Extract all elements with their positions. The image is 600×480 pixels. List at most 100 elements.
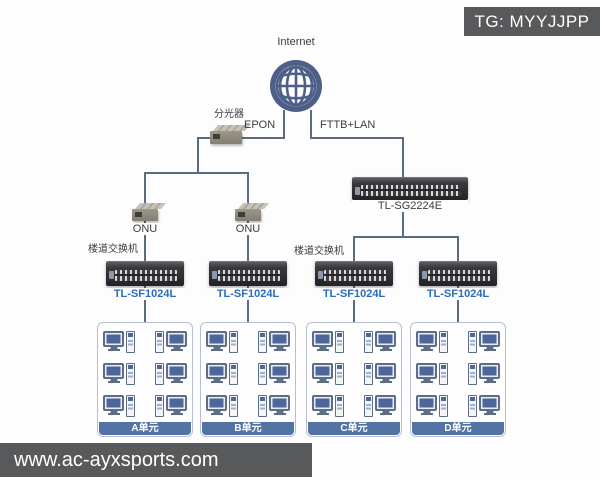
onu-icon	[235, 209, 261, 221]
pc-tower-icon	[155, 331, 164, 353]
splitter-label: 分光器	[214, 109, 244, 120]
access-switch-icon	[106, 261, 184, 286]
computers-grid	[201, 323, 295, 422]
computer-icon	[362, 363, 396, 387]
switch-brand-mark	[422, 271, 427, 279]
computer-icon	[466, 331, 500, 355]
computer-icon	[103, 395, 137, 419]
computer-icon	[206, 331, 240, 355]
pc-tower-icon	[335, 395, 344, 417]
access-switch-model-label: TL-SF1024L	[106, 288, 184, 300]
pc-tower-icon	[126, 331, 135, 353]
monitor-icon	[166, 331, 187, 347]
monitor-icon	[103, 331, 124, 347]
pc-tower-icon	[335, 331, 344, 353]
fttb-lan-link-label: FTTB+LAN	[320, 119, 376, 131]
computer-icon	[362, 395, 396, 419]
core-switch-icon	[352, 177, 468, 200]
pc-tower-icon	[229, 395, 238, 417]
switch-brand-mark	[212, 271, 217, 279]
site-watermark-bar: www.ac-ayxsports.com	[0, 443, 312, 477]
pc-tower-icon	[468, 331, 477, 353]
switch-ports	[428, 270, 490, 281]
unit-name-band: C单元	[308, 422, 400, 435]
computer-icon	[103, 331, 137, 355]
pc-tower-icon	[258, 395, 267, 417]
monitor-icon	[479, 395, 500, 411]
computer-icon	[312, 395, 346, 419]
pc-tower-icon	[126, 363, 135, 385]
corridor-switch-label: 楼道交换机	[294, 246, 344, 257]
pc-tower-icon	[229, 331, 238, 353]
monitor-icon	[269, 331, 290, 347]
computers-grid	[411, 323, 505, 422]
pc-tower-icon	[364, 363, 373, 385]
computer-icon	[362, 331, 396, 355]
unit-box: A单元	[97, 322, 193, 437]
core-switch-model-label: TL-SG2224E	[352, 200, 468, 212]
monitor-icon	[103, 363, 124, 379]
computer-icon	[312, 363, 346, 387]
access-switch-model-label: TL-SF1024L	[419, 288, 497, 300]
unit-name-band: B单元	[202, 422, 294, 435]
monitor-icon	[375, 395, 396, 411]
pc-tower-icon	[229, 363, 238, 385]
pc-tower-icon	[364, 331, 373, 353]
pc-tower-icon	[439, 363, 448, 385]
corridor-switch-label: 楼道交换机	[88, 244, 138, 255]
monitor-icon	[269, 363, 290, 379]
monitor-icon	[166, 395, 187, 411]
monitor-icon	[479, 363, 500, 379]
computer-icon	[153, 363, 187, 387]
pc-tower-icon	[335, 363, 344, 385]
computer-icon	[256, 331, 290, 355]
monitor-icon	[206, 363, 227, 379]
switch-ports	[361, 185, 461, 196]
access-switch-icon	[209, 261, 287, 286]
internet-label: Internet	[277, 36, 315, 48]
computer-icon	[312, 331, 346, 355]
epon-link-label: EPON	[244, 119, 276, 131]
pc-tower-icon	[258, 331, 267, 353]
access-switch-icon	[419, 261, 497, 286]
switch-ports	[324, 270, 386, 281]
onu-icon	[132, 209, 158, 221]
tg-watermark-badge: TG: MYYJJPP	[464, 7, 600, 36]
computer-icon	[256, 395, 290, 419]
access-switch-icon	[315, 261, 393, 286]
pc-tower-icon	[439, 331, 448, 353]
monitor-icon	[269, 395, 290, 411]
monitor-icon	[103, 395, 124, 411]
monitor-icon	[375, 363, 396, 379]
monitor-icon	[479, 331, 500, 347]
internet-globe-icon	[269, 59, 323, 113]
computer-icon	[256, 363, 290, 387]
computer-icon	[103, 363, 137, 387]
computers-grid	[307, 323, 401, 422]
unit-box: D单元	[410, 322, 506, 437]
pc-tower-icon	[258, 363, 267, 385]
monitor-icon	[312, 331, 333, 347]
optical-splitter-icon	[210, 131, 242, 144]
computer-icon	[206, 363, 240, 387]
switch-brand-mark	[318, 271, 323, 279]
pc-tower-icon	[155, 363, 164, 385]
unit-box: C单元	[306, 322, 402, 437]
computer-icon	[416, 363, 450, 387]
unit-name-band: A单元	[99, 422, 191, 435]
monitor-icon	[416, 395, 437, 411]
monitor-icon	[416, 331, 437, 347]
monitor-icon	[206, 395, 227, 411]
pc-tower-icon	[468, 395, 477, 417]
computer-icon	[416, 395, 450, 419]
onu-label: ONU	[221, 223, 275, 235]
monitor-icon	[416, 363, 437, 379]
computer-icon	[153, 331, 187, 355]
pc-tower-icon	[439, 395, 448, 417]
monitor-icon	[206, 331, 227, 347]
pc-tower-icon	[126, 395, 135, 417]
monitor-icon	[166, 363, 187, 379]
switch-ports	[218, 270, 280, 281]
computer-icon	[466, 363, 500, 387]
